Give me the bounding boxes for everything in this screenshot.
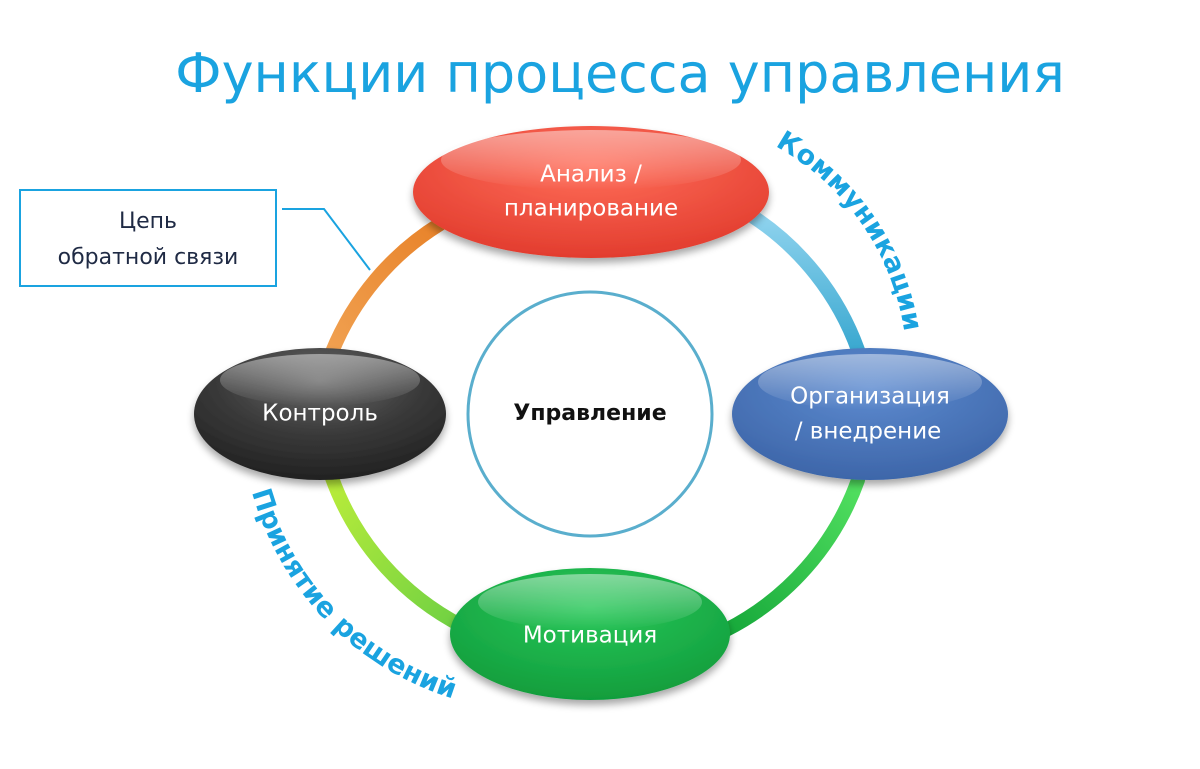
- ring-feedback-arc: [325, 217, 447, 359]
- node-organization-label-line2: / внедрение: [795, 419, 942, 445]
- node-control: [194, 348, 446, 480]
- center-label: Управление: [513, 401, 666, 426]
- ring-implementation-arc: [719, 473, 865, 637]
- node-organization: [732, 348, 1008, 480]
- ring-communications-arc: [745, 209, 865, 357]
- callout-box: [19, 189, 277, 287]
- callout-line2: обратной связи: [58, 245, 239, 270]
- node-motivation-label: Мотивация: [523, 623, 657, 649]
- center-circle: [466, 290, 714, 538]
- node-control-label: Контроль: [262, 401, 378, 427]
- node-motivation: [450, 568, 730, 700]
- ring-decisions-arc: [325, 471, 469, 633]
- node-analysis-label-line1: Анализ /: [540, 162, 642, 188]
- arc-label-communications: Коммуникации: [771, 125, 928, 333]
- arc-label-communications-text: Коммуникации: [771, 125, 928, 333]
- page-title: Функции процесса управления: [175, 42, 1065, 105]
- node-organization-label-line1: Организация: [790, 384, 950, 410]
- callout-pointer: [282, 208, 371, 271]
- node-analysis: [413, 126, 769, 258]
- node-analysis-label-line2: планирование: [504, 196, 678, 222]
- callout-line1: Цепь: [119, 209, 177, 234]
